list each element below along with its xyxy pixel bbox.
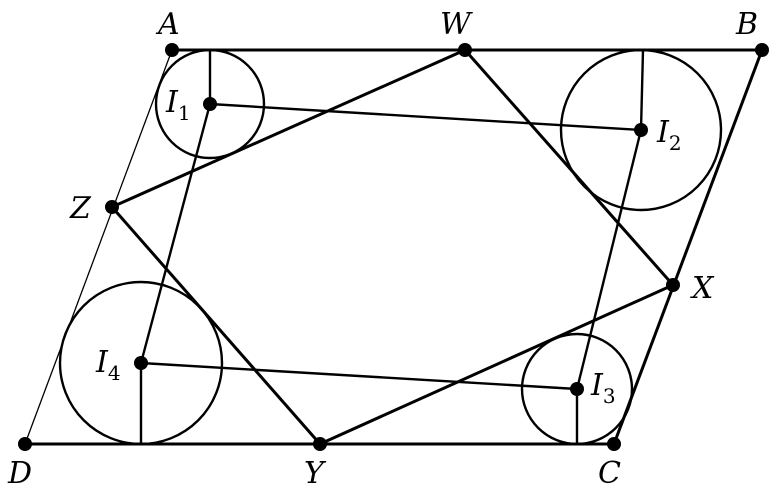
label-w: W bbox=[440, 7, 473, 42]
label-i3: I3 bbox=[590, 368, 616, 408]
points bbox=[18, 43, 769, 451]
side-da bbox=[24, 49, 173, 445]
segment-i3-i4 bbox=[140, 361, 578, 391]
point-y bbox=[313, 437, 327, 451]
label-b: B bbox=[735, 7, 758, 42]
incircles bbox=[58, 48, 723, 446]
quadrilateral-incenters bbox=[139, 102, 643, 391]
label-i3-sub: 3 bbox=[603, 384, 616, 408]
point-i3 bbox=[570, 382, 584, 396]
label-d: D bbox=[7, 456, 32, 491]
segment-zw bbox=[111, 48, 466, 209]
point-b bbox=[755, 43, 769, 57]
label-y: Y bbox=[304, 456, 327, 491]
label-i1: I1 bbox=[165, 85, 191, 125]
label-i1-letter: I bbox=[165, 85, 179, 120]
point-a bbox=[165, 43, 179, 57]
labels: A W B Z X D Y C I1 I2 I3 I4 bbox=[7, 7, 758, 491]
side-bc bbox=[612, 49, 764, 445]
label-i4-letter: I bbox=[95, 345, 109, 380]
label-i3-letter: I bbox=[590, 368, 604, 403]
point-i1 bbox=[203, 97, 217, 111]
point-i4 bbox=[134, 356, 148, 370]
segment-i1-i2 bbox=[209, 102, 642, 132]
incircle-2 bbox=[559, 48, 723, 212]
label-z: Z bbox=[69, 191, 92, 226]
label-i4: I4 bbox=[95, 345, 121, 385]
label-i2-letter: I bbox=[656, 115, 670, 150]
parallelogram-abcd bbox=[24, 48, 764, 446]
point-z bbox=[105, 200, 119, 214]
segment-i2-i3 bbox=[575, 129, 643, 390]
label-i4-sub: 4 bbox=[108, 361, 121, 385]
radii bbox=[139, 49, 645, 444]
point-c bbox=[607, 437, 621, 451]
point-x bbox=[666, 278, 680, 292]
label-i2: I2 bbox=[656, 115, 682, 155]
segment-xy bbox=[319, 283, 674, 446]
point-i2 bbox=[634, 123, 648, 137]
segment-yz bbox=[110, 206, 322, 445]
point-d bbox=[18, 437, 32, 451]
segment-wx bbox=[463, 49, 675, 286]
point-w bbox=[458, 43, 472, 57]
label-x: X bbox=[690, 271, 715, 306]
label-i2-sub: 2 bbox=[669, 131, 682, 155]
quadrilateral-wxyz bbox=[110, 48, 675, 446]
radius-i2 bbox=[639, 49, 645, 131]
label-i1-sub: 1 bbox=[178, 101, 191, 125]
segment-i4-i1 bbox=[139, 103, 212, 364]
label-c: C bbox=[598, 456, 621, 491]
label-a: A bbox=[155, 7, 180, 42]
